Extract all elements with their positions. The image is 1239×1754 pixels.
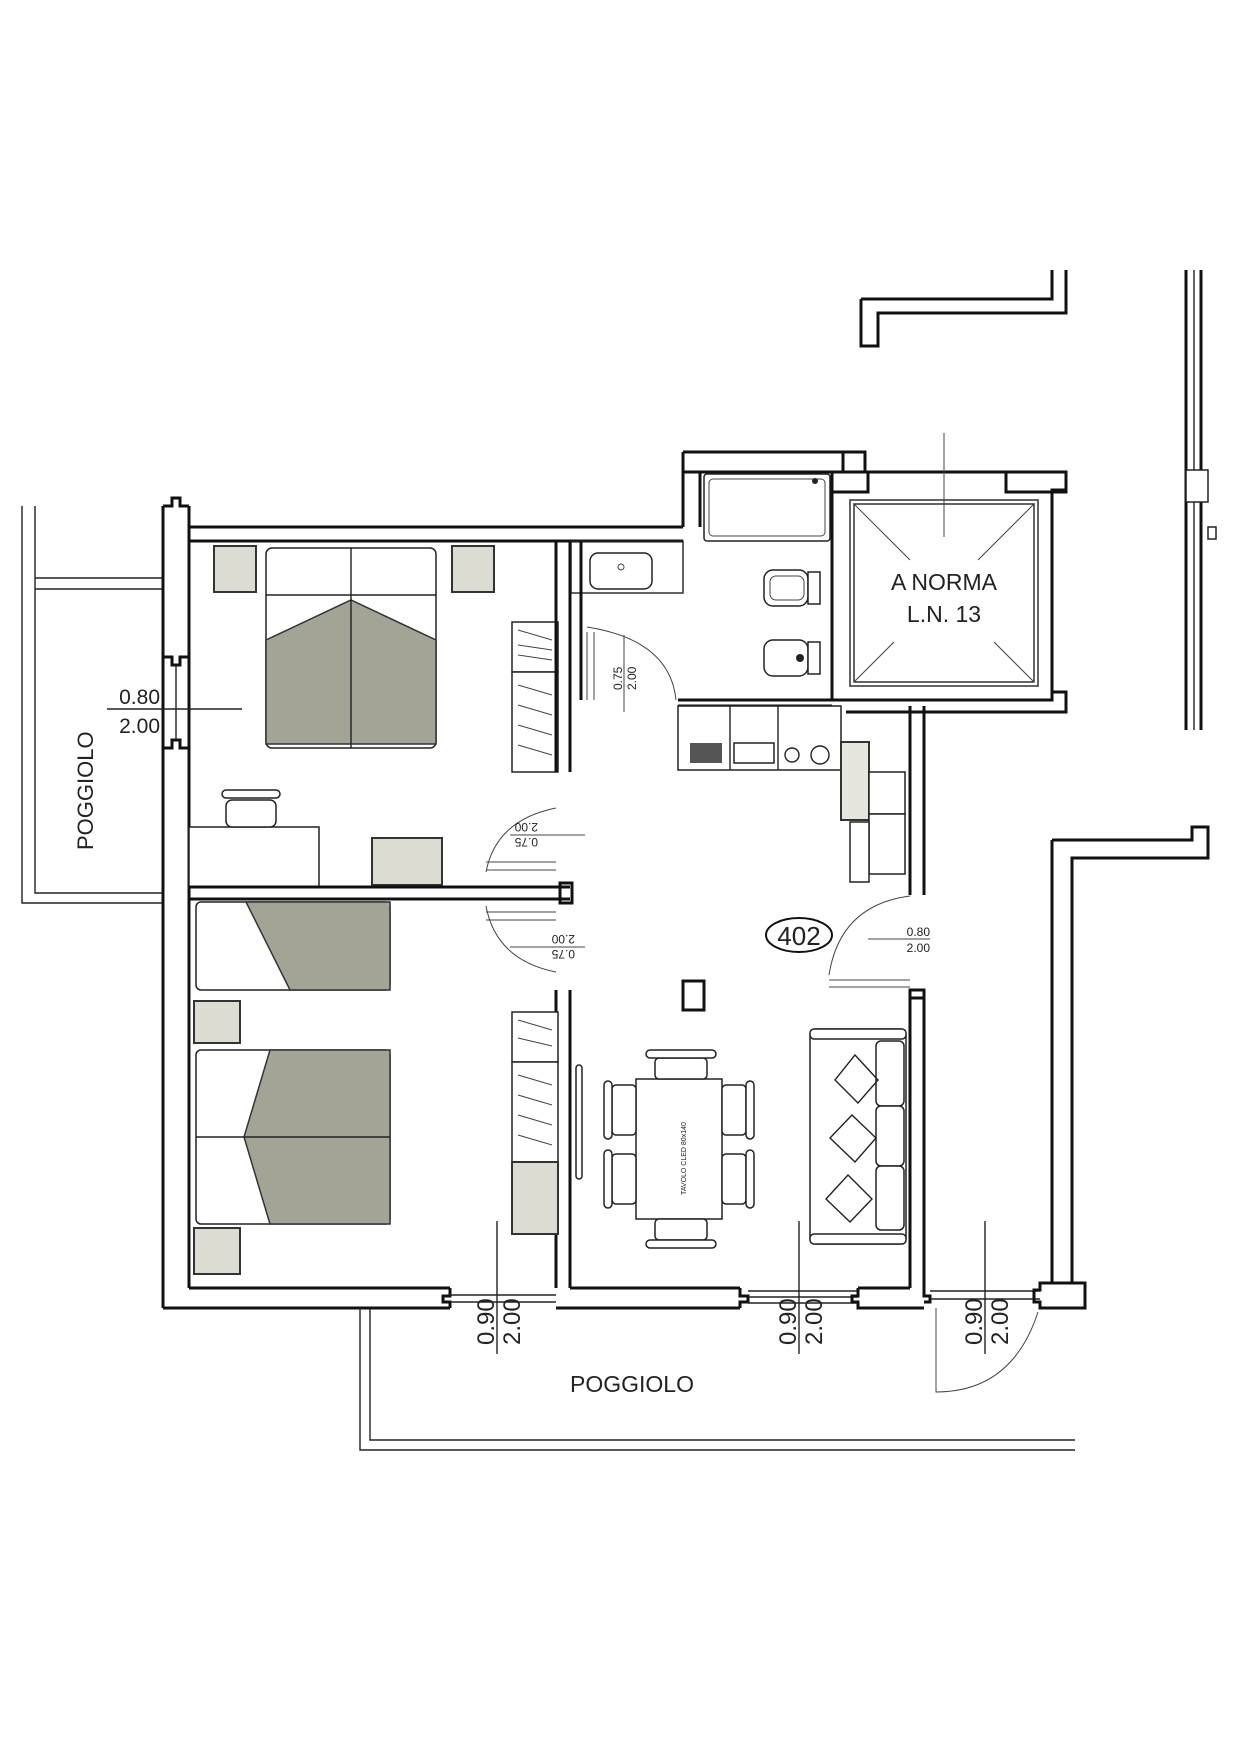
dim-height: 2.00 xyxy=(907,941,931,955)
bedroom-master xyxy=(188,545,559,888)
table-label: TAVOLO CLED 80x140 xyxy=(681,1122,688,1195)
dim-width: 0.90 xyxy=(961,1298,988,1345)
dimension-bathroom-door: 0.75 2.00 xyxy=(611,635,639,712)
dim-height: 2.00 xyxy=(801,1298,828,1345)
dimension-left-door: 0.80 2.00 xyxy=(107,686,242,738)
exterior-wall-right xyxy=(908,825,1210,1288)
elevator-label-line1: A NORMA xyxy=(891,569,998,595)
dimension-bedroom1-door: 2.00 0.75 xyxy=(510,820,585,849)
balcony-left-label: POGGIOLO xyxy=(73,731,98,850)
bedroom-twin xyxy=(193,901,583,1275)
exterior-wall-top xyxy=(859,270,1217,730)
dim-height: 2.00 xyxy=(514,820,538,834)
dining-table: TAVOLO CLED 80x140 xyxy=(603,1049,755,1249)
dim-width: 0.80 xyxy=(119,686,160,709)
unit-number: 402 xyxy=(777,921,820,951)
balcony-bottom-label: POGGIOLO xyxy=(570,1371,694,1397)
dim-width: 0.75 xyxy=(551,947,575,961)
dimension-window-3: 0.90 2.00 xyxy=(961,1221,1014,1354)
dimension-bedroom2-door: 2.00 0.75 xyxy=(510,932,585,961)
balcony-left: POGGIOLO xyxy=(21,506,163,904)
dimension-window-2: 0.90 2.00 xyxy=(775,1221,828,1354)
dim-width: 0.90 xyxy=(775,1298,802,1345)
unit-number-badge: 402 xyxy=(765,917,833,953)
dimension-window-1: 0.90 2.00 xyxy=(473,1221,526,1354)
balcony-bottom: POGGIOLO xyxy=(359,1308,1075,1451)
dim-height: 2.00 xyxy=(625,666,639,690)
dim-width: 0.90 xyxy=(473,1298,500,1345)
sofa xyxy=(809,1028,907,1245)
dim-height: 2.00 xyxy=(119,715,160,738)
living-bottom-wall xyxy=(450,1281,1087,1310)
dimension-entrance-door: 0.80 2.00 xyxy=(868,925,930,955)
elevator-label-line2: L.N. 13 xyxy=(907,601,981,627)
dim-height: 2.00 xyxy=(987,1298,1014,1345)
dim-width: 0.80 xyxy=(907,925,931,939)
dim-width: 0.75 xyxy=(611,666,625,690)
elevator-shaft: A NORMA L.N. 13 xyxy=(830,433,1068,714)
dim-width: 0.75 xyxy=(514,835,538,849)
bathroom xyxy=(568,450,867,700)
dim-height: 2.00 xyxy=(499,1298,526,1345)
dim-height: 2.00 xyxy=(551,932,575,946)
column xyxy=(681,979,706,1012)
kitchen xyxy=(677,698,926,895)
door-swings xyxy=(485,626,911,988)
